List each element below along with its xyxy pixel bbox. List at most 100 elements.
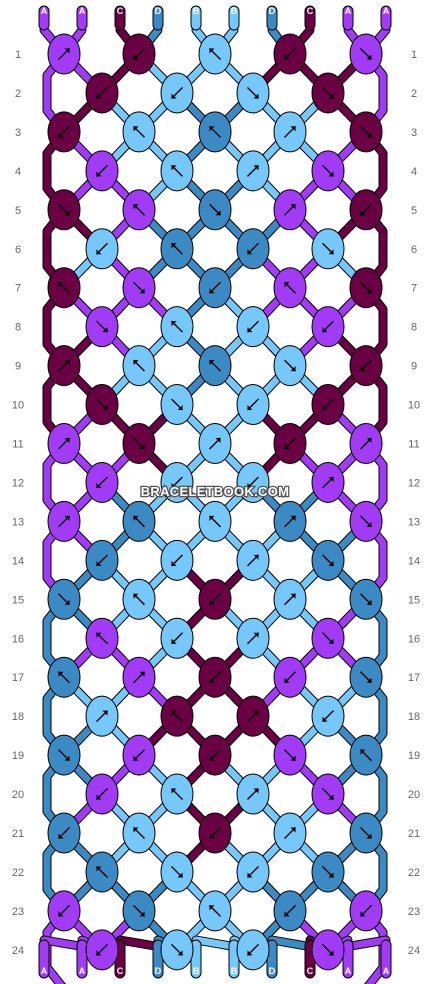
knot — [273, 345, 307, 387]
arrowhead — [133, 360, 139, 366]
arrowhead — [96, 866, 102, 872]
knot — [198, 345, 232, 387]
knot — [85, 72, 119, 114]
top-strand-end — [38, 5, 50, 31]
knot — [311, 617, 345, 659]
row-number-right: 23 — [408, 906, 420, 918]
knot — [198, 111, 232, 153]
knot — [160, 461, 194, 503]
row-number-left: 22 — [12, 867, 24, 879]
arrowhead — [360, 366, 366, 372]
row-number-right: 6 — [411, 244, 417, 256]
top-strand-label: B — [193, 6, 200, 16]
top-strand-end — [152, 5, 164, 31]
arrowhead — [209, 360, 215, 366]
arrowhead — [290, 827, 296, 833]
arrowhead — [328, 476, 334, 482]
arrowhead — [366, 599, 372, 605]
row-number-left: 13 — [12, 516, 24, 528]
arrowhead — [96, 171, 102, 177]
knot — [85, 384, 119, 426]
arrowhead — [253, 93, 259, 99]
knot — [160, 150, 194, 192]
arrowhead — [328, 249, 334, 255]
arrowhead — [96, 482, 102, 488]
row-number-left: 3 — [15, 127, 21, 139]
arrowhead — [328, 638, 334, 644]
arrowhead — [171, 93, 177, 99]
arrowhead — [96, 794, 102, 800]
row-number-left: 8 — [15, 322, 21, 334]
arrowhead — [171, 482, 177, 488]
top-strand-label: D — [269, 6, 276, 16]
arrowhead — [328, 872, 334, 878]
site-watermark: BRACELETBOOK.COM — [141, 484, 290, 499]
arrowhead — [328, 794, 334, 800]
arrowhead — [366, 132, 372, 138]
arrowhead — [209, 126, 215, 132]
bottom-strand-label: C — [307, 966, 314, 976]
knot — [311, 773, 345, 815]
knot — [311, 539, 345, 581]
knot — [236, 384, 270, 426]
bottom-strand-label: D — [269, 966, 276, 976]
knot — [311, 306, 345, 348]
knot — [47, 656, 81, 698]
arrowhead — [58, 671, 64, 677]
arrowhead — [58, 833, 64, 839]
arrowhead — [58, 282, 64, 288]
row-number-left: 15 — [12, 594, 24, 606]
bottom-strand-label: A — [383, 966, 390, 976]
arrowhead — [322, 327, 328, 333]
knot — [198, 656, 232, 698]
arrowhead — [96, 93, 102, 99]
row-number-right: 18 — [408, 711, 420, 723]
knot — [236, 539, 270, 581]
knot — [47, 189, 81, 231]
arrowhead — [58, 132, 64, 138]
knot — [273, 500, 307, 542]
arrowhead — [253, 554, 259, 560]
arrowhead — [366, 438, 372, 443]
knot-grid — [47, 33, 383, 971]
knot — [236, 461, 270, 503]
knot — [160, 851, 194, 893]
thread-ends — [38, 5, 392, 979]
arrowhead — [209, 677, 215, 683]
arrowhead — [366, 677, 372, 683]
knot — [85, 461, 119, 503]
arrowhead — [64, 438, 70, 443]
top-strand-end — [342, 5, 354, 31]
arrowhead — [247, 327, 253, 333]
arrowhead — [360, 911, 366, 917]
arrowhead — [328, 93, 334, 99]
arrowhead — [253, 165, 259, 171]
row-number-left: 5 — [15, 205, 21, 217]
top-strand-label: C — [117, 6, 124, 16]
arrowhead — [328, 950, 334, 956]
knot — [122, 345, 156, 387]
arrowhead — [58, 911, 64, 917]
knot — [311, 929, 345, 971]
row-number-left: 10 — [12, 400, 24, 412]
row-number-right: 13 — [408, 516, 420, 528]
arrowhead — [322, 405, 328, 411]
knot — [122, 890, 156, 932]
bottom-strand-end — [76, 939, 88, 979]
arrowhead — [102, 405, 108, 411]
arrowhead — [360, 210, 366, 216]
arrowhead — [139, 671, 145, 677]
knot — [273, 812, 307, 854]
row-number-right: 2 — [411, 88, 417, 100]
arrowhead — [290, 755, 296, 761]
row-number-right: 11 — [408, 439, 419, 451]
knot — [198, 189, 232, 231]
knot — [236, 851, 270, 893]
knot — [160, 306, 194, 348]
knot — [47, 734, 81, 776]
arrowhead — [247, 872, 253, 878]
knot — [349, 656, 383, 698]
row-number-right: 7 — [411, 283, 417, 295]
knot — [349, 33, 383, 75]
knot — [311, 72, 345, 114]
